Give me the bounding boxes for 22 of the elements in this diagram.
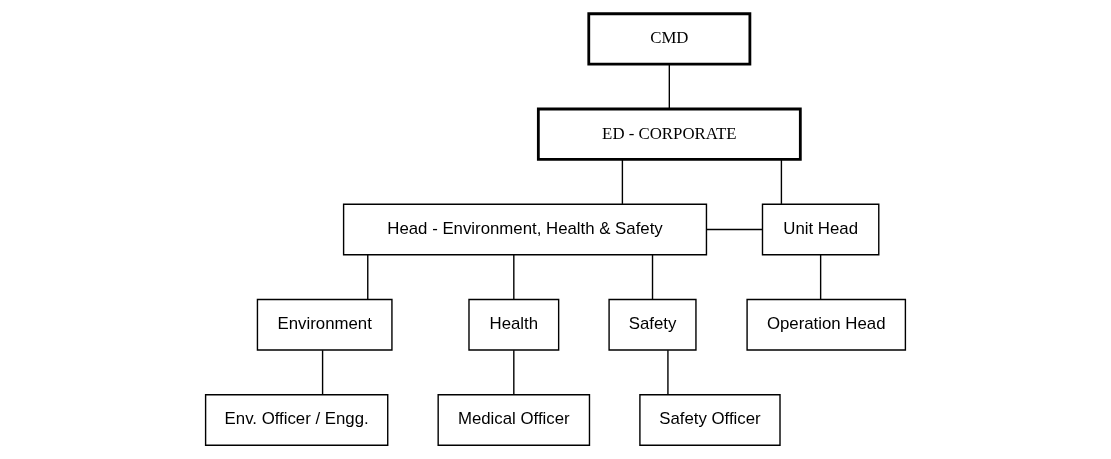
connector — [706, 228, 763, 231]
node-box: Env. Officer / Engg. — [204, 394, 389, 446]
connector — [651, 254, 654, 300]
connector — [667, 349, 669, 396]
connector — [367, 254, 369, 300]
node-box: CMD — [587, 12, 752, 66]
connector — [780, 159, 783, 205]
node-box: Unit Head — [761, 203, 880, 256]
node-box: Operation Head — [746, 298, 907, 351]
connector — [321, 349, 324, 396]
node-box: Safety — [608, 298, 697, 351]
node-box: Health — [468, 298, 560, 351]
node-box: Safety Officer — [639, 394, 781, 446]
connector — [513, 349, 515, 396]
connector — [668, 63, 671, 110]
node-box: ED - CORPORATE — [536, 107, 802, 161]
connector — [819, 254, 822, 300]
connector — [621, 159, 624, 205]
node-box: Medical Officer — [437, 394, 591, 446]
node-box: Head - Environment, Health & Safety — [342, 203, 708, 256]
connector — [513, 254, 515, 300]
node-box: Environment — [256, 298, 393, 351]
